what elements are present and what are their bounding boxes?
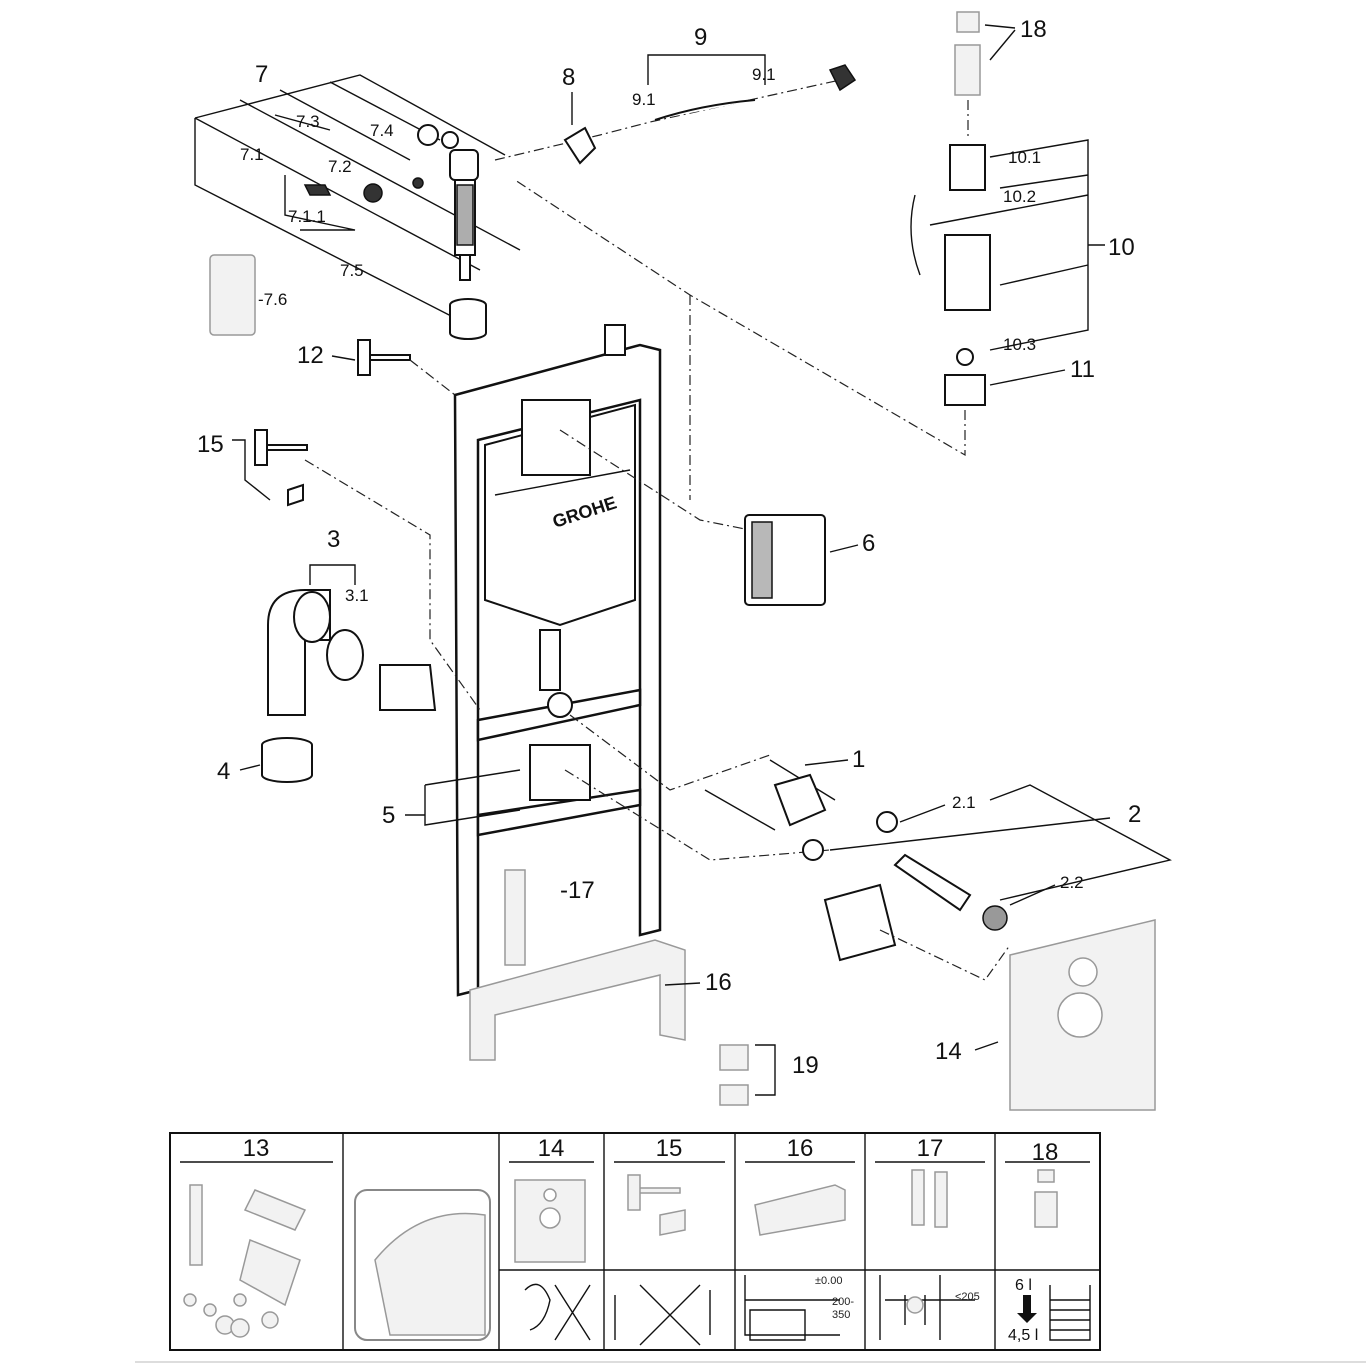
callout-17: -17 bbox=[560, 877, 595, 904]
callout-3: 3 bbox=[327, 526, 340, 553]
fill-valve bbox=[209, 124, 487, 340]
table-header-13: 13 bbox=[243, 1135, 270, 1162]
arrow-down-icon bbox=[1017, 1295, 1037, 1323]
callout-3-1: 3.1 bbox=[345, 586, 369, 605]
table-header-18: 18 bbox=[1032, 1139, 1059, 1166]
callout-15: 15 bbox=[197, 431, 224, 458]
installation-frame: GROHE bbox=[453, 324, 662, 997]
callout-4: 4 bbox=[217, 758, 230, 785]
callout-11: 11 bbox=[1070, 356, 1095, 383]
callout-7-3: 7.3 bbox=[296, 112, 320, 131]
table-header-17: 17 bbox=[917, 1135, 944, 1162]
dim-range-bottom: 350 bbox=[832, 1309, 850, 1321]
table-header-16: 16 bbox=[787, 1135, 814, 1162]
callout-9-1-left: 9.1 bbox=[632, 90, 656, 109]
callout-2: 2 bbox=[1128, 801, 1141, 828]
callout-12: 12 bbox=[297, 342, 324, 369]
callout-7-5: 7.5 bbox=[340, 261, 364, 280]
dim-range-top: 200- bbox=[832, 1296, 854, 1308]
callout-7-6: -7.6 bbox=[258, 290, 287, 309]
callout-2-2: 2.2 bbox=[1060, 873, 1084, 892]
callout-18: 18 bbox=[1020, 16, 1047, 43]
table-header-15: 15 bbox=[656, 1135, 683, 1162]
callout-2-1: 2.1 bbox=[952, 793, 976, 812]
callout-16: 16 bbox=[705, 969, 732, 996]
dim-max-height: <205 bbox=[955, 1291, 980, 1303]
callout-7-1-1: 7.1.1 bbox=[288, 207, 326, 226]
flush-volume-full: 6 l bbox=[1015, 1277, 1032, 1294]
callout-6: 6 bbox=[862, 530, 875, 557]
callout-7-4: 7.4 bbox=[370, 121, 394, 140]
callout-14: 14 bbox=[935, 1038, 962, 1065]
callout-10-2: 10.2 bbox=[1003, 187, 1036, 206]
callout-10-3: 10.3 bbox=[1003, 335, 1036, 354]
callout-7-2: 7.2 bbox=[328, 157, 352, 176]
callout-10: 10 bbox=[1108, 234, 1135, 261]
callout-8: 8 bbox=[562, 64, 575, 91]
callout-1: 1 bbox=[852, 746, 865, 773]
flush-volume-reduced: 4,5 l bbox=[1008, 1327, 1038, 1344]
table-header-14: 14 bbox=[538, 1135, 565, 1162]
callout-19: 19 bbox=[792, 1052, 819, 1079]
callout-5: 5 bbox=[382, 802, 395, 829]
callout-9: 9 bbox=[694, 24, 707, 51]
accessories-table: 13 14 15 16 17 18 ±0.00 200- 350 <205 6 … bbox=[169, 1132, 1101, 1351]
callout-10-1: 10.1 bbox=[1008, 148, 1041, 167]
callout-9-1-right: 9.1 bbox=[752, 65, 776, 84]
callout-7-1: 7.1 bbox=[240, 145, 264, 164]
dim-level-zero: ±0.00 bbox=[815, 1275, 842, 1287]
callout-7: 7 bbox=[255, 61, 268, 88]
group-7-bracket bbox=[194, 74, 521, 319]
